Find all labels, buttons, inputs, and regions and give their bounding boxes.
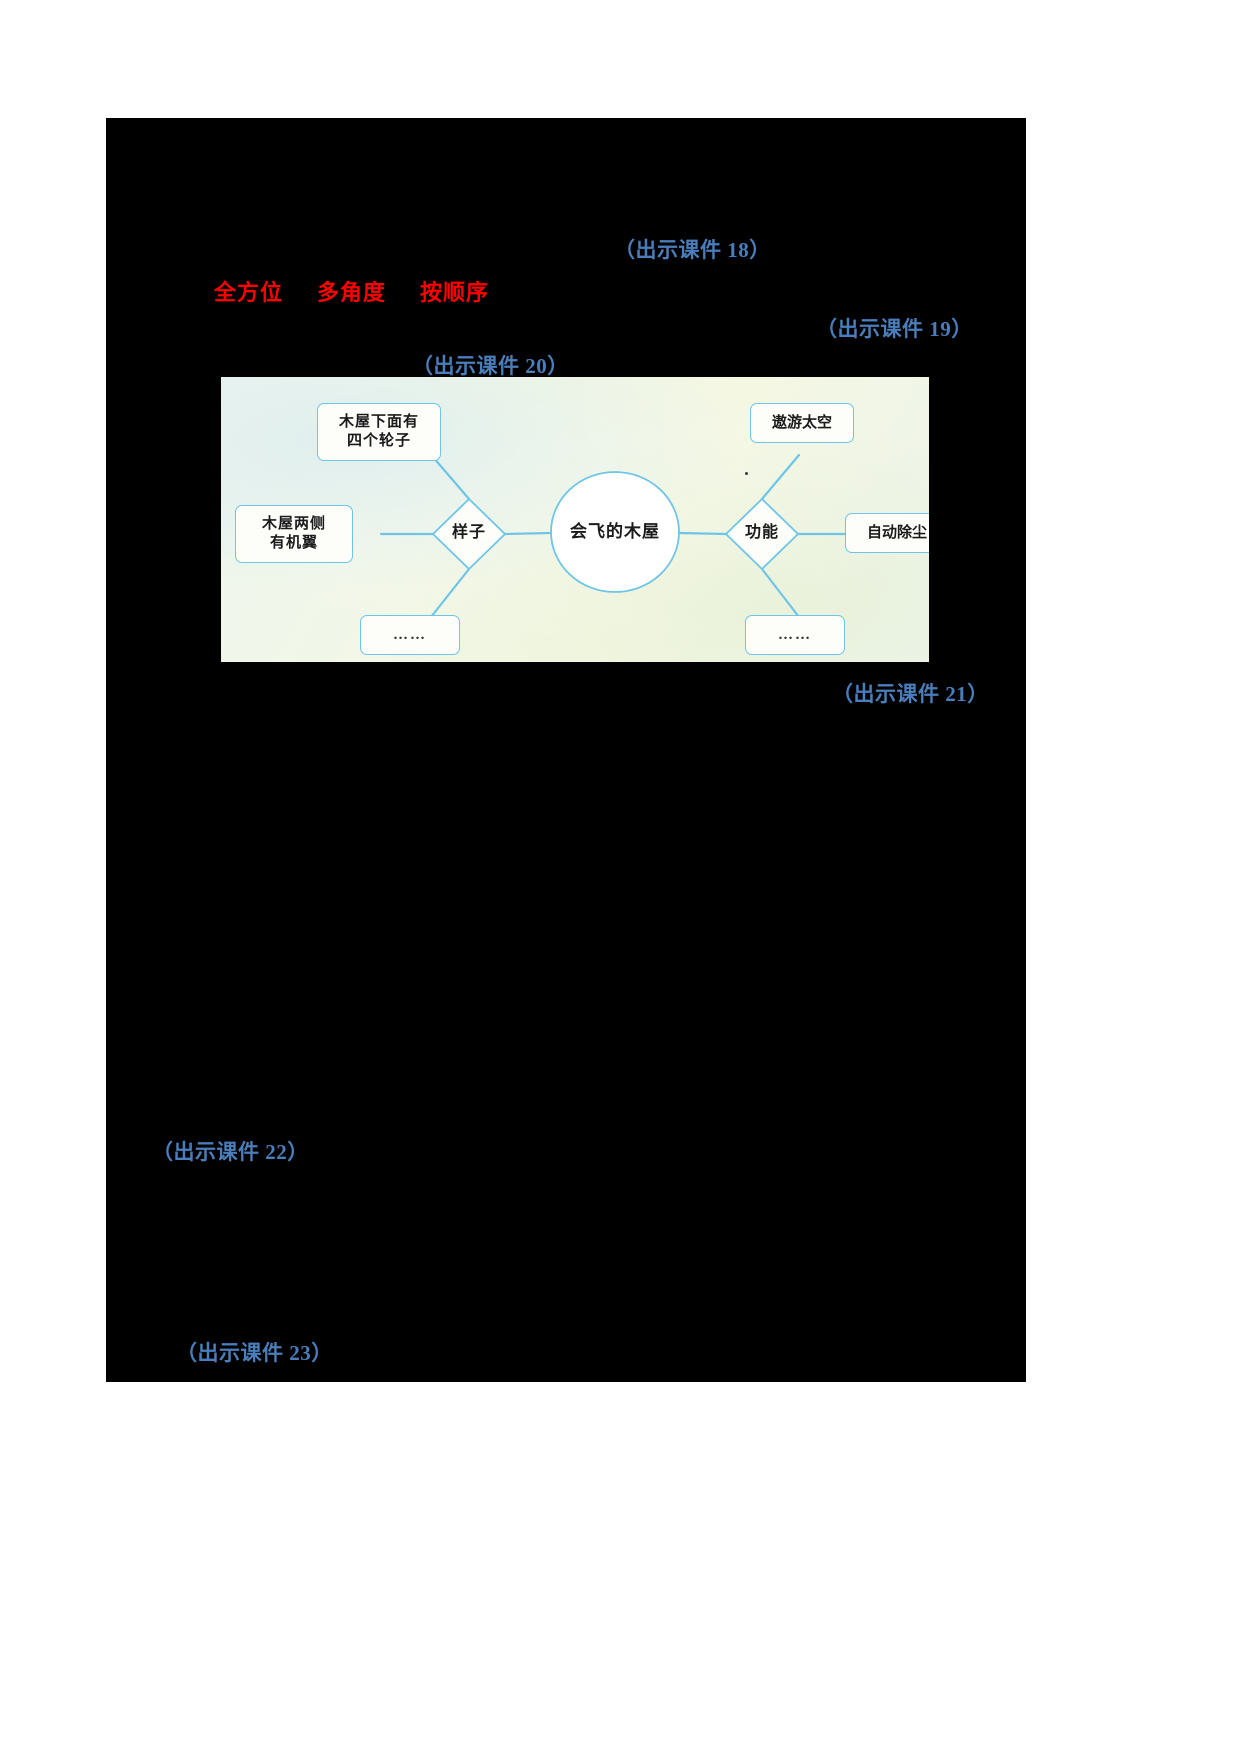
mindmap-leaf-wings: 木屋两侧 有机翼 — [235, 505, 353, 563]
mindmap-leaf-wings-line1: 木屋两侧 — [261, 516, 326, 533]
mindmap-leaf-wheels-line1: 木屋下面有 — [338, 414, 419, 431]
key-term-quanfangwei: 全方位 — [214, 280, 284, 305]
key-terms-line: 全方位 多角度 按顺序 — [214, 275, 489, 307]
redacted-body-block — [106, 118, 1026, 1382]
mindmap-branch-appearance: 样子 — [451, 524, 486, 541]
mindmap-connectors — [379, 453, 851, 619]
courseware-marker-23: （出示课件 23） — [176, 1341, 333, 1365]
courseware-marker-18: （出示课件 18） — [614, 238, 771, 262]
courseware-marker-20: （出示课件 20） — [412, 354, 569, 378]
mindmap-leaf-ellipsis-right: …… — [745, 615, 845, 655]
courseware-marker-22: （出示课件 22） — [152, 1140, 309, 1164]
key-term-anshunxu: 按顺序 — [420, 280, 490, 305]
mindmap-leaf-auto-dust: 自动除尘 — [845, 513, 929, 553]
courseware-marker-21: （出示课件 21） — [832, 682, 989, 706]
mindmap-leaf-wheels: 木屋下面有 四个轮子 — [317, 403, 441, 461]
mindmap-leaf-ellipsis-left: …… — [360, 615, 460, 655]
courseware-marker-19: （出示课件 19） — [816, 317, 973, 341]
mindmap-branch-function: 功能 — [744, 524, 779, 541]
paper-speck — [745, 472, 748, 475]
mindmap-center-node: 会飞的木屋 — [570, 522, 660, 542]
mindmap-leaf-wheels-line2: 四个轮子 — [346, 433, 411, 449]
mindmap-figure: 会飞的木屋 样子 功能 木屋下面有 四个轮子 木屋两侧 有机翼 …… 遨游太空 … — [221, 377, 929, 662]
mindmap-leaf-space-travel: 遨游太空 — [750, 403, 854, 443]
key-term-duojiaodu: 多角度 — [317, 280, 387, 305]
mindmap-leaf-wings-line2: 有机翼 — [269, 535, 318, 551]
